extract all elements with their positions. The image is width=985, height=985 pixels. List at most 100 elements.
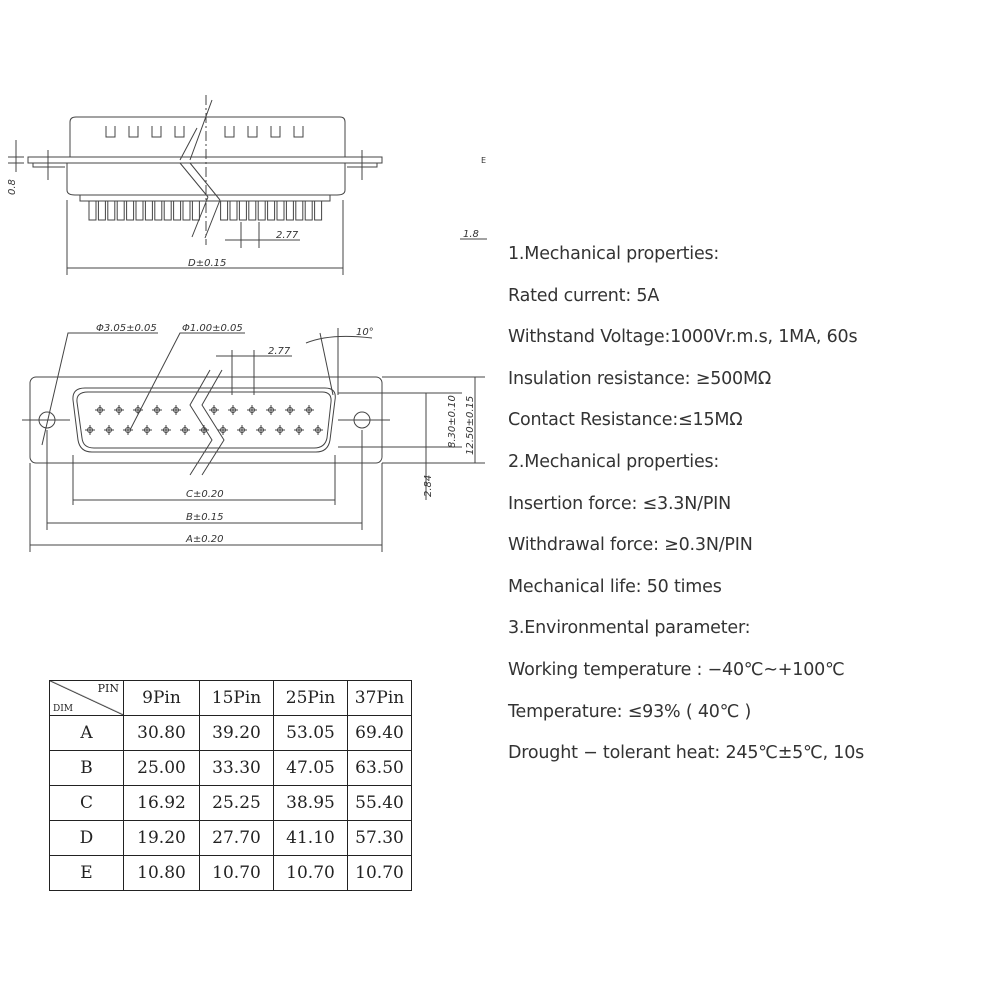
flange-thickness-label: 0.8 (7, 179, 18, 195)
row-label: E (49, 855, 124, 891)
pin-contact (247, 405, 257, 415)
pin-tail (220, 201, 229, 221)
side-pitch-label: 2.77 (276, 230, 299, 241)
contact-slot (293, 126, 304, 138)
row-label: C (49, 785, 124, 821)
corner-dim-label: DIM (53, 704, 73, 714)
contact-slot (151, 126, 162, 138)
spec-line: Withstand Voltage:1000Vr.m.s, 1MA, 60s (508, 327, 858, 348)
table-corner-cell: PIN DIM (49, 680, 124, 716)
dim-c-label: C±0.20 (186, 489, 224, 500)
pin-tail (97, 201, 106, 221)
spec-line: Contact Resistance:≤15MΩ (508, 410, 743, 431)
pin-tail (276, 201, 285, 221)
spec-heading: 2.Mechanical properties: (508, 451, 720, 472)
pin-tail (135, 201, 144, 221)
pin-diameter-label: Φ1.00±0.05 (182, 323, 243, 334)
cell: 38.95 (273, 785, 348, 821)
cell: 39.20 (199, 715, 274, 751)
row-label: D (49, 820, 124, 856)
pin-contact (85, 425, 95, 435)
contact-slot (224, 126, 235, 138)
contact-slot (105, 126, 116, 138)
spec-line: Mechanical life: 50 times (508, 576, 722, 597)
pin-contact (294, 425, 304, 435)
pin-tail (116, 201, 125, 221)
cell: 53.05 (273, 715, 348, 751)
spec-line: Withdrawal force: ≥0.3N/PIN (508, 535, 753, 556)
cell: 16.92 (123, 785, 200, 821)
row-offset-label: 2.84 (423, 475, 434, 497)
dim-d-label: D±0.15 (188, 258, 226, 269)
pin-contact (304, 405, 314, 415)
cell: 33.30 (199, 750, 274, 786)
connector-drawing: 0.8 D±0.15 2.77 E 1.8 Φ3.05±0.05 Φ1.00±0… (7, 95, 487, 552)
specifications-list: 1.Mechanical properties: Rated current: … (508, 240, 864, 781)
spec-line: Temperature: ≤93% ( 40℃ ) (508, 701, 752, 722)
angle-label: 10° (356, 327, 374, 338)
cell: 10.80 (123, 855, 200, 891)
pin-contact (114, 405, 124, 415)
pin-tail (154, 201, 163, 221)
pin-contact (275, 425, 285, 435)
cell: 25.25 (199, 785, 274, 821)
cell: 27.70 (199, 820, 274, 856)
cell: 57.30 (347, 820, 412, 856)
pin-contact (285, 405, 295, 415)
pin-tail (191, 201, 200, 221)
row-label: A (49, 715, 124, 751)
column-header: 25Pin (273, 680, 348, 716)
pin-tail (314, 201, 323, 221)
column-header: 15Pin (199, 680, 274, 716)
column-header: 9Pin (123, 680, 200, 716)
pin-contact (95, 405, 105, 415)
cell: 25.00 (123, 750, 200, 786)
pin-tail (257, 201, 266, 221)
pin-contact (228, 405, 238, 415)
corner-pin-label: PIN (97, 682, 119, 695)
cell: 41.10 (273, 820, 348, 856)
spec-line: Working temperature : −40℃~+100℃ (508, 659, 845, 680)
pin-tail (248, 201, 257, 221)
spec-line: Insertion force: ≤3.3N/PIN (508, 493, 732, 514)
pin-tail (295, 201, 304, 221)
spec-heading: 3.Environmental parameter: (508, 618, 751, 639)
pin-contact (161, 425, 171, 435)
pin-contact (237, 425, 247, 435)
pin-contact (209, 405, 219, 415)
pin-contact (180, 425, 190, 435)
cell: 19.20 (123, 820, 200, 856)
pin-contact (104, 425, 114, 435)
cell: 63.50 (347, 750, 412, 786)
inner-height-label: 8.30±0.10 (447, 395, 458, 448)
column-header: 37Pin (347, 680, 412, 716)
outer-height-label: 12.50±0.15 (465, 396, 476, 455)
spec-line: Rated current: 5A (508, 285, 660, 306)
pin-tail (182, 201, 191, 221)
pin-tail (163, 201, 172, 221)
pin-tail (88, 201, 97, 221)
pin-tail (238, 201, 247, 221)
contact-slot (174, 126, 185, 138)
spec-line: Insulation resistance: ≥500MΩ (508, 368, 772, 389)
dim-b-label: B±0.15 (186, 512, 224, 523)
pin-tail (229, 201, 238, 221)
pin-tail (304, 201, 313, 221)
contact-slot (247, 126, 258, 138)
contact-slot (128, 126, 139, 138)
dim-a-label: A±0.20 (185, 534, 224, 545)
dim-1-8-label: 1.8 (463, 229, 479, 240)
e-label: E (481, 156, 486, 165)
pin-tail (107, 201, 116, 221)
cell: 69.40 (347, 715, 412, 751)
pin-tail (173, 201, 182, 221)
cell: 10.70 (199, 855, 274, 891)
pin-contact (152, 405, 162, 415)
pin-tail (144, 201, 153, 221)
front-view: Φ3.05±0.05 Φ1.00±0.05 2.77 10° 12.50±0.1… (22, 323, 485, 552)
spec-heading: 1.Mechanical properties: (508, 244, 720, 264)
